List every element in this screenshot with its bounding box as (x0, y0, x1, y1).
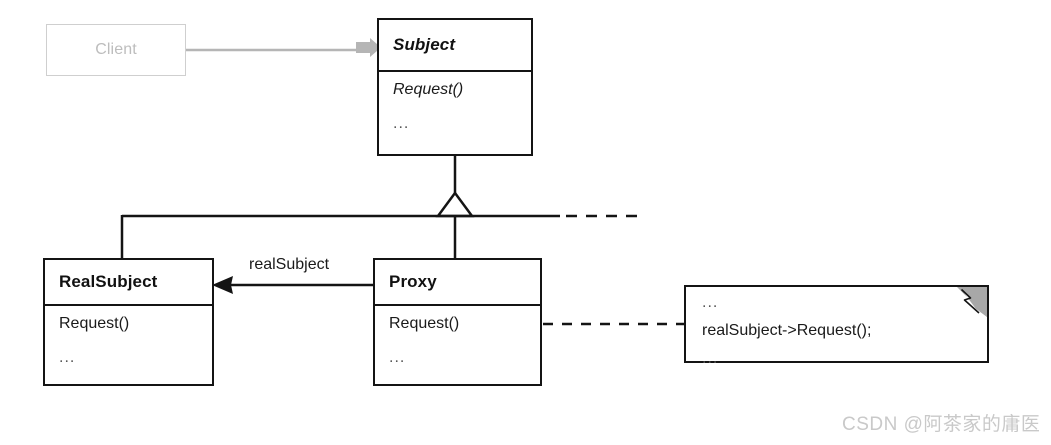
edge-client-to-subject (185, 38, 381, 57)
class-name-subject: Subject (393, 35, 456, 54)
class-name-compartment-proxy: Proxy (375, 260, 540, 306)
note-line-code: realSubject->Request(); (702, 322, 872, 339)
note-line-top: ... (702, 294, 719, 311)
class-members-compartment-realsubject: Request() ... (45, 306, 212, 366)
note-line-bottom: ... (702, 350, 719, 367)
class-member-realsubject-request: Request() (59, 315, 130, 332)
watermark-text: CSDN @阿茶家的庸医 (842, 414, 1041, 435)
class-name-compartment-realsubject: RealSubject (45, 260, 212, 306)
class-members-compartment-proxy: Request() ... (375, 306, 540, 366)
arrowhead-open-gray (356, 38, 381, 57)
class-member-proxy-ellipsis: ... (389, 349, 406, 366)
arrowhead-hollow-triangle (435, 190, 475, 218)
class-member-subject-ellipsis: ... (393, 115, 410, 132)
class-member-realsubject-ellipsis: ... (59, 349, 76, 366)
edge-generalization (120, 156, 642, 260)
class-name-realsubject: RealSubject (59, 272, 158, 291)
note-body: ... realSubject->Request(); ... (686, 287, 987, 367)
class-member-proxy-request: Request() (389, 315, 460, 332)
class-box-client[interactable]: Client (46, 24, 186, 76)
arrowhead-filled (212, 276, 233, 294)
class-member-subject-request: Request() (393, 81, 464, 98)
class-box-subject[interactable]: Subject Request() ... (377, 18, 533, 156)
class-members-compartment-subject: Request() ... (379, 72, 531, 132)
class-name-compartment-client: Client (47, 25, 185, 75)
edge-proxy-to-realsubject (212, 276, 373, 294)
class-name-client: Client (95, 41, 137, 58)
class-name-proxy: Proxy (389, 272, 437, 291)
class-box-proxy[interactable]: Proxy Request() ... (373, 258, 542, 386)
class-name-compartment-subject: Subject (379, 20, 531, 72)
edge-label-realsubject: realSubject (246, 256, 333, 274)
note-box[interactable]: ... realSubject->Request(); ... (684, 285, 989, 367)
class-box-realsubject[interactable]: RealSubject Request() ... (43, 258, 214, 386)
